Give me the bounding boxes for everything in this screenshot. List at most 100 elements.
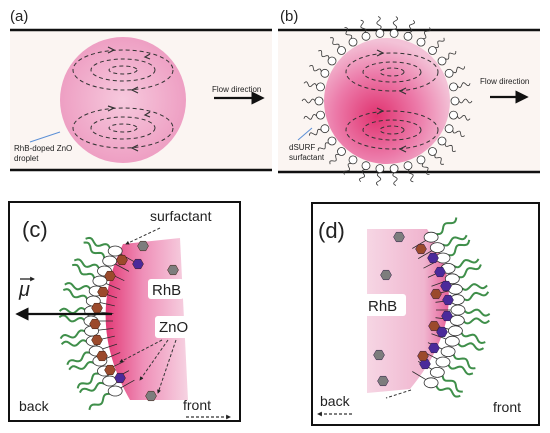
surfactant-head-b (361, 31, 371, 41)
surfactant-tail-b (359, 169, 365, 183)
molecule-hexagon-d (373, 349, 385, 361)
surfactant-tail-b (457, 82, 471, 88)
surfactant-tail-b (445, 51, 457, 60)
droplet-half-c (105, 238, 188, 400)
surfactant-b-pointer (297, 127, 313, 141)
molecule-hexagon-d (393, 231, 405, 243)
dye-linker-c (103, 282, 121, 290)
surfactant-tail-c (60, 339, 89, 347)
dye-linker-c (118, 252, 135, 263)
surfactant-head-d (435, 356, 451, 368)
molecule-hexagon-c (97, 286, 109, 298)
surfactant-label-line2: surfactant (289, 153, 325, 162)
surfactant-tail-c (88, 392, 110, 411)
molecules-d (373, 231, 454, 387)
surfactant-head-d (450, 304, 466, 316)
surfactant-head-b (316, 110, 325, 120)
molecules-c (89, 240, 179, 402)
molecule-hexagon-d (442, 294, 454, 306)
surfactant-tail-d (447, 364, 474, 376)
surfactant-tail-d (460, 283, 488, 291)
surfactant-tail-b (303, 114, 317, 120)
surfactant-head-b (337, 46, 346, 55)
front-label-d: front (493, 399, 521, 415)
surfactant-head-b (316, 82, 325, 92)
zno-pointers (119, 339, 177, 394)
surfactant-head-c (107, 245, 123, 257)
dye-linker-d (412, 238, 428, 249)
surfactant-head-b (389, 164, 399, 174)
surfactant-head-d (429, 242, 445, 254)
molecule-hexagon-d (440, 280, 452, 292)
surfactant-tail-b (303, 81, 317, 88)
pointer-d (385, 389, 412, 399)
molecule-hexagon-d (419, 358, 431, 370)
surfactant-tail-b (452, 66, 466, 74)
surfactant-tail-c (64, 282, 92, 291)
dye-linker-c (113, 262, 130, 272)
surfactant-head-d (423, 377, 439, 389)
surfactant-tail-b (360, 19, 367, 33)
molecule-hexagon-c (137, 240, 149, 252)
back-label-c: back (19, 398, 50, 414)
surfactant-tail-d (453, 258, 480, 269)
dye-linker-d (412, 371, 428, 382)
surfactant-head-b (361, 161, 371, 171)
surfactant-head-b (403, 31, 413, 41)
circulation-loops-b (345, 52, 439, 150)
molecule-hexagon-d (436, 326, 448, 338)
surfactant-tail-b (376, 16, 382, 30)
back-label-d: back (320, 393, 351, 409)
surfactant-tail-d (448, 239, 471, 257)
surfactant-tail-b (330, 37, 340, 48)
surfactant-tail-b (444, 143, 456, 152)
circulation-arrowheads-b (376, 49, 407, 153)
surfactant-label-line1: dSURF (289, 143, 315, 152)
surfactant-shell-b (301, 16, 473, 186)
panel-b-label: (b) (280, 8, 298, 25)
surfactant-tail-b (301, 98, 316, 104)
surfactant-head-c (92, 275, 108, 287)
panel-d: (d) RhB back front (311, 202, 540, 426)
surfactant-head-b (375, 164, 385, 174)
surfactant-tail-c (76, 372, 100, 389)
surfactant-tail-c (79, 381, 105, 394)
panel-a-label: (a) (10, 8, 28, 25)
surfactant-tail-b (329, 154, 339, 165)
panel-a: (a) RhB-doped ZnO droplet Flow direction (10, 8, 272, 172)
surfactant-tail-d (463, 308, 491, 317)
surfactant-tail-d (462, 317, 490, 325)
surfactant-tail-d (442, 234, 468, 247)
surfactant-head-b (444, 68, 454, 78)
surfactant-head-b (337, 147, 346, 156)
molecule-hexagon-d (427, 252, 439, 264)
surfactant-head-d (423, 231, 439, 243)
surfactant-tail-c (73, 258, 100, 269)
rhb-label-d: RhB (368, 298, 397, 315)
surfactant-head-b (449, 110, 458, 120)
surfactant-layer-c (58, 236, 135, 411)
surfactant-head-b (437, 56, 447, 66)
surfactant-head-d (449, 314, 465, 326)
surfactant-head-b (428, 147, 437, 156)
molecule-hexagon-c (89, 318, 101, 330)
surfactant-head-d (447, 325, 463, 337)
molecule-hexagon-d (434, 266, 446, 278)
dye-linker-d (418, 249, 434, 259)
surfactant-tail-b (422, 27, 431, 39)
circulation-loops-a (72, 49, 174, 149)
surfactant-pointer-c (125, 227, 161, 245)
surfactant-tail-b (375, 172, 382, 186)
surfactant-head-b (348, 155, 358, 165)
droplet-b (324, 38, 450, 164)
molecule-hexagon-d (430, 288, 442, 300)
surfactant-head-b (375, 29, 385, 38)
molecule-hexagon-c (167, 264, 179, 276)
surfactant-head-d (429, 366, 445, 378)
zno-label-c: ZnO (159, 319, 188, 336)
molecule-hexagon-c (145, 390, 157, 402)
surfactant-head-b (444, 124, 454, 134)
surfactant-tail-d (462, 291, 490, 302)
surfactant-head-b (314, 96, 324, 106)
